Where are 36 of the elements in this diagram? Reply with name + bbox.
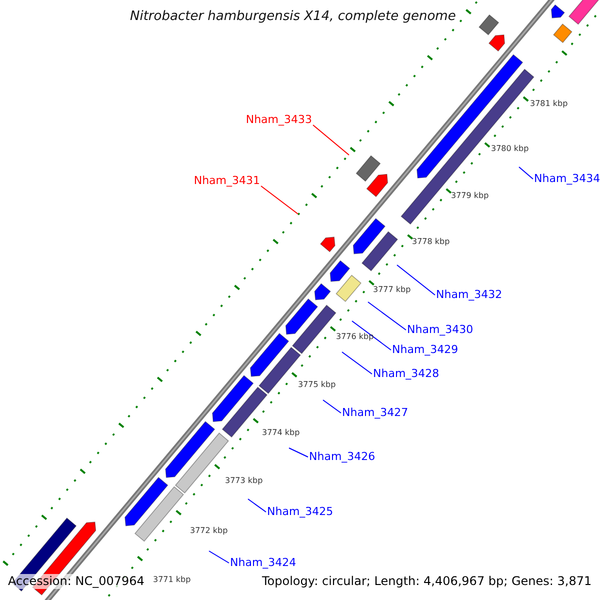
gene-label: Nham_3429 [392,343,458,357]
gene-label: Nham_3431 [194,174,260,188]
leader-line [322,400,342,414]
gene-label: Nham_3434 [534,172,600,186]
position-label: 3778 kbp [412,237,450,247]
position-label: 3779 kbp [451,191,489,201]
position-label: 3776 kbp [336,332,374,342]
leader-line [248,498,266,512]
leader-line [368,302,406,330]
leader-line [288,448,308,458]
gene-label: Nham_3427 [342,406,408,420]
position-label: 3781 kbp [530,99,568,109]
leader-line [260,186,298,214]
position-label: 3774 kbp [262,428,300,438]
position-label: 3780 kbp [491,144,529,154]
leader-line [396,264,436,296]
gene-label: Nham_3426 [309,450,376,464]
map-title: Nitrobacter hamburgensis X14, complete genome [130,9,456,25]
leader-line [208,550,230,564]
position-label: 3772 kbp [190,526,228,536]
gene-label: Nham_3428 [373,367,440,381]
leader-line [342,352,372,374]
position-label: 3773 kbp [225,476,263,486]
position-label: 3775 kbp [298,380,336,390]
leader-line [352,320,392,350]
genome-info: Topology: circular; Length: 4,406,967 bp; Genes: 3,871 [262,574,592,589]
gene-label: Nham_3425 [267,505,334,519]
gene-label: Nham_3424 [230,556,296,570]
gene-label: Nham_3433 [246,113,312,127]
leader-line [518,166,534,180]
position-label: 3777 kbp [373,285,411,295]
leader-line [312,124,350,156]
gene-label: Nham_3430 [407,323,474,337]
genome-info: Accession: NC_007964 [8,574,144,589]
gene-label: Nham_3432 [436,288,502,302]
position-label: 3771 kbp [153,575,191,585]
